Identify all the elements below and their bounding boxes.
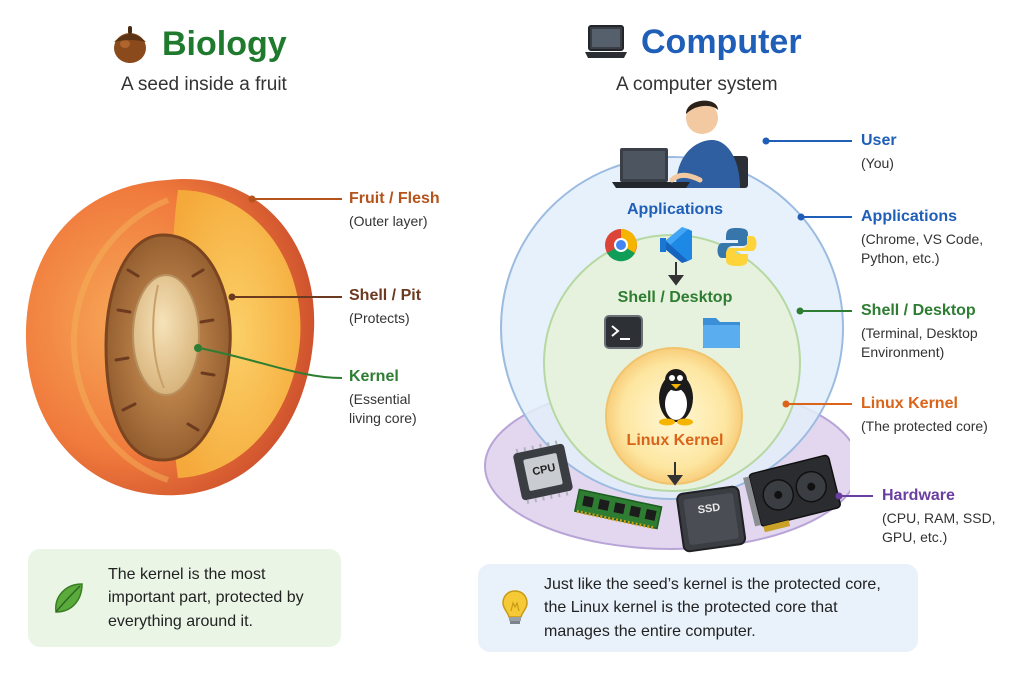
peach-illustration <box>25 179 315 496</box>
label-kernel-bio-desc: (Essential living core) <box>349 391 417 427</box>
computer-note: Just like the seed’s kernel is the prote… <box>478 564 918 652</box>
label-linux-kernel-title: Linux Kernel <box>861 395 958 412</box>
chrome-icon <box>605 229 637 262</box>
laptop-icon <box>585 25 627 58</box>
label-shell-pit-title: Shell / Pit <box>349 287 422 304</box>
computer-note-text: Just like the seed’s kernel is the prote… <box>544 576 881 640</box>
biology-note-text: The kernel is the most important part, p… <box>108 566 304 630</box>
biology-subtitle: A seed inside a fruit <box>121 74 287 95</box>
label-shell-desktop: Shell / Desktop (Terminal, Desktop Envir… <box>861 302 978 362</box>
label-fruit-flesh-desc: (Outer layer) <box>349 213 428 230</box>
terminal-icon <box>604 315 643 349</box>
acorn-icon <box>114 26 146 63</box>
label-fruit-flesh: Fruit / Flesh (Outer layer) <box>349 190 440 231</box>
label-shell-pit: Shell / Pit (Protects) <box>349 287 421 328</box>
label-applications-desc: (Chrome, VS Code, Python, etc.) <box>861 231 984 267</box>
lightbulb-icon <box>502 590 528 624</box>
leaf-icon <box>55 583 83 613</box>
label-fruit-flesh-title: Fruit / Flesh <box>349 190 440 207</box>
label-shell-pit-desc: (Protects) <box>349 310 410 327</box>
label-hardware: Hardware (CPU, RAM, SSD, GPU, etc.) <box>882 487 996 547</box>
computer-rings <box>484 100 850 553</box>
label-user-title: User <box>861 132 897 149</box>
label-linux-kernel-desc: (The protected core) <box>861 418 988 435</box>
computer-header: Computer <box>583 22 802 62</box>
label-linux-kernel: Linux Kernel (The protected core) <box>861 395 988 436</box>
tux-icon <box>659 369 693 426</box>
ring-label-applications: Applications <box>626 201 723 218</box>
biology-note: The kernel is the most important part, p… <box>28 549 341 647</box>
computer-title: Computer <box>641 23 802 61</box>
label-kernel-bio: Kernel (Essential living core) <box>349 368 417 428</box>
cpu-icon <box>513 440 573 504</box>
label-hardware-title: Hardware <box>882 487 955 504</box>
ring-label-kernel: Linux Kernel <box>626 432 724 449</box>
user-figure <box>612 100 748 188</box>
label-hardware-desc: (CPU, RAM, SSD, GPU, etc.) <box>882 510 996 546</box>
label-applications-title: Applications <box>861 208 958 225</box>
folder-icon <box>703 318 740 348</box>
label-applications: Applications (Chrome, VS Code, Python, e… <box>861 208 983 268</box>
computer-subtitle: A computer system <box>616 74 778 95</box>
label-shell-desktop-desc: (Terminal, Desktop Environment) <box>861 325 978 361</box>
python-icon <box>717 228 757 266</box>
ssd-icon <box>676 485 747 553</box>
biology-title: Biology <box>162 25 287 63</box>
vscode-icon <box>660 227 692 263</box>
gpu-icon <box>743 454 841 533</box>
label-user-desc: (You) <box>861 155 894 172</box>
arrow-kernel-to-hardware <box>667 462 683 486</box>
arrow-apps-to-shell <box>668 262 684 286</box>
ram-icon <box>573 488 663 530</box>
label-shell-desktop-title: Shell / Desktop <box>861 302 976 319</box>
label-kernel-bio-title: Kernel <box>349 368 399 385</box>
biology-header: Biology <box>108 22 287 66</box>
label-user: User (You) <box>861 132 897 173</box>
ring-label-shell: Shell / Desktop <box>617 289 733 306</box>
